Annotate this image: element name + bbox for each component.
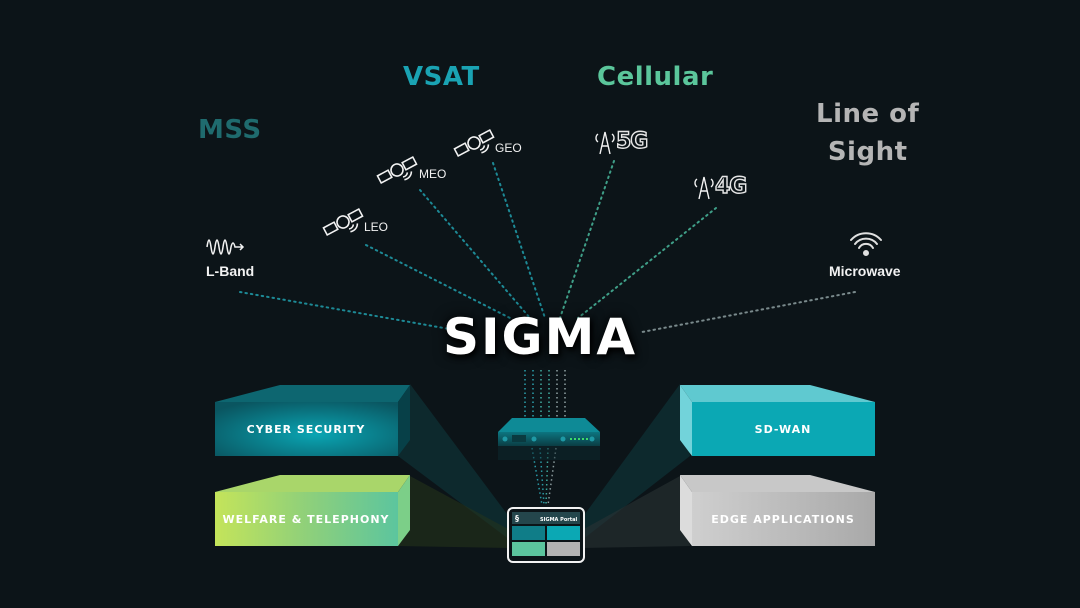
cell-tower-icon-4g: [694, 176, 714, 200]
sigma-device[interactable]: [498, 418, 600, 460]
category-cellular: Cellular: [597, 62, 714, 92]
link-label-meo: MEO: [419, 167, 447, 181]
portal-tile-welfare: [512, 542, 545, 556]
line-geo: [492, 162, 546, 319]
service-box-welfare-telephony[interactable]: [215, 475, 410, 546]
satellite-icon-geo: [453, 128, 495, 158]
link-label-leo: LEO: [364, 220, 389, 234]
category-line-of-sight: Line of Sight: [816, 95, 919, 171]
page-title: SIGMA: [442, 308, 638, 366]
portal-tile-edge: [547, 542, 580, 556]
category-line-of-sight-line1: Line of: [816, 99, 920, 129]
category-vsat: VSAT: [403, 62, 480, 92]
link-label-microwave: Microwave: [829, 263, 901, 279]
cell-tower-icon-5g: [595, 131, 615, 155]
category-line-of-sight-line2: Sight: [827, 137, 908, 167]
line-l-band: [239, 291, 456, 331]
line-5g: [559, 160, 615, 319]
satellite-icon-leo: [322, 207, 364, 237]
portal-title: SIGMA Portal: [540, 517, 577, 523]
service-box-edge-applications[interactable]: [680, 475, 875, 546]
link-label-5g: 5G: [615, 128, 649, 154]
line-meo: [419, 189, 531, 319]
line-microwave: [641, 291, 856, 333]
line-leo: [365, 244, 511, 319]
service-label-welfare-telephony: WELFARE & TELEPHONY: [223, 513, 390, 526]
category-mss: MSS: [198, 115, 262, 145]
link-label-l-band: L-Band: [206, 263, 255, 279]
beam-cyber-security: [398, 384, 510, 540]
link-label-4g: 4G: [714, 173, 748, 199]
service-label-cyber-security: CYBER SECURITY: [247, 423, 366, 436]
portal-tile-security: [512, 526, 545, 540]
portal-tile-network: [547, 526, 580, 540]
sigma-portal-tablet[interactable]: § SIGMA Portal: [507, 507, 585, 563]
sine-wave-icon: [206, 239, 245, 255]
service-box-sd-wan[interactable]: [680, 385, 875, 456]
satellite-icon-meo: [376, 155, 418, 185]
service-box-cyber-security[interactable]: [215, 385, 410, 456]
line-4g: [577, 207, 717, 319]
service-label-sd-wan: SD-WAN: [755, 423, 812, 436]
beam-sd-wan: [582, 384, 690, 540]
wifi-icon: [850, 232, 882, 256]
beam-welfare: [398, 476, 510, 548]
link-label-geo: GEO: [495, 141, 522, 155]
sigma-logo-icon: §: [515, 514, 519, 523]
service-label-edge-applications: EDGE APPLICATIONS: [711, 513, 855, 526]
beam-edge: [582, 476, 690, 548]
